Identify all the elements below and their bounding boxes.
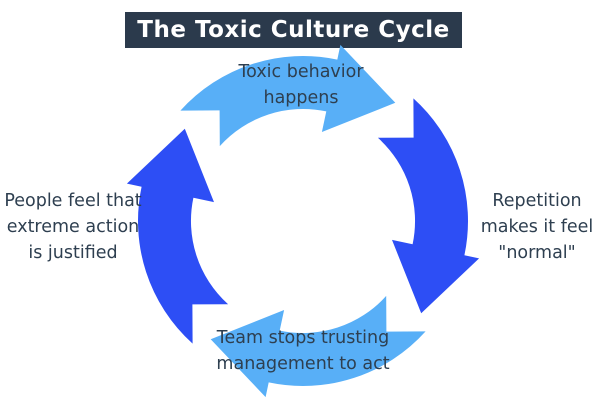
cycle-arrow-top xyxy=(180,44,396,147)
cycle-label-top: Toxic behavior happens xyxy=(238,62,364,108)
cycle-label-bottom: Team stops trusting management to act xyxy=(216,328,390,374)
cycle-arrow-right xyxy=(377,98,480,314)
cycle-label-left: People feel that extreme action is justi… xyxy=(4,191,142,263)
diagram-title: The Toxic Culture Cycle xyxy=(125,12,462,48)
cycle-arrow-bottom xyxy=(210,295,426,398)
cycle-label-right: Repetition makes it feel "normal" xyxy=(480,191,594,263)
cycle-arrow-left xyxy=(126,128,229,344)
